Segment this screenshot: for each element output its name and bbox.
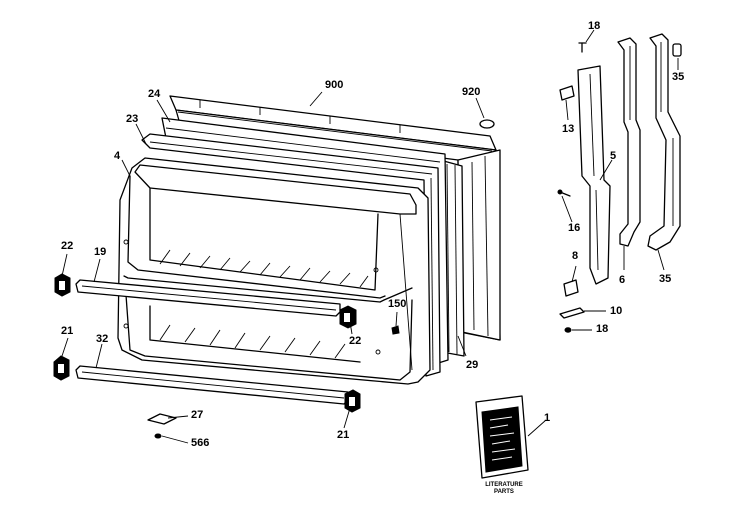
callout-21-left: 21 [61, 325, 74, 337]
callout-32: 32 [96, 333, 109, 345]
cap-920 [479, 119, 495, 129]
hinge-channel-5 [577, 65, 611, 285]
callout-29: 29 [466, 359, 479, 371]
pin-10 [559, 307, 585, 319]
callout-5: 5 [610, 150, 617, 162]
callout-566: 566 [191, 437, 210, 449]
callout-900: 900 [325, 79, 344, 91]
literature-booklet [475, 395, 529, 479]
cap-35 [672, 43, 682, 57]
callout-35-top: 35 [672, 71, 685, 83]
end-cap-22-right [339, 305, 357, 329]
callout-19: 19 [94, 246, 107, 258]
callout-22-left: 22 [61, 240, 74, 252]
callout-150: 150 [388, 298, 407, 310]
callout-10: 10 [610, 305, 623, 317]
screw-16 [557, 189, 571, 197]
callout-4: 4 [114, 150, 121, 162]
outer-door-panel [169, 95, 501, 341]
callout-23: 23 [126, 113, 139, 125]
end-cap-22-left [54, 273, 71, 297]
callout-6: 6 [619, 274, 626, 286]
callout-35-bottom: 35 [659, 273, 672, 285]
callout-920: 920 [462, 86, 481, 98]
callout-21-right: 21 [337, 429, 350, 441]
callout-22-right: 22 [349, 335, 362, 347]
end-cap-21-right [344, 389, 361, 413]
callout-8: 8 [572, 250, 579, 262]
handle-6 [617, 37, 641, 247]
leader-lines [61, 29, 679, 444]
callout-24: 24 [148, 88, 161, 100]
literature-caption-line2: PARTS [494, 489, 514, 495]
plug-150 [391, 325, 400, 335]
block-8 [563, 279, 579, 297]
bracket-13 [559, 85, 575, 101]
callout-27: 27 [191, 409, 204, 421]
clip-27 [147, 413, 177, 425]
callout-13: 13 [562, 123, 575, 135]
end-cap-21-left [53, 355, 70, 381]
callout-18-bottom: 18 [596, 323, 609, 335]
door-liner [117, 157, 431, 385]
screw-18-bottom [564, 327, 572, 333]
callout-16: 16 [568, 222, 581, 234]
handle-35 [647, 33, 681, 251]
gasket-frame-23 [141, 133, 441, 377]
callout-18-top: 18 [588, 20, 601, 32]
screw-18-top [578, 42, 587, 53]
screw-566 [154, 433, 162, 439]
literature-caption: LITERATURE PARTS [474, 482, 534, 496]
literature-caption-line1: LITERATURE [485, 482, 523, 488]
callout-1: 1 [544, 412, 551, 424]
